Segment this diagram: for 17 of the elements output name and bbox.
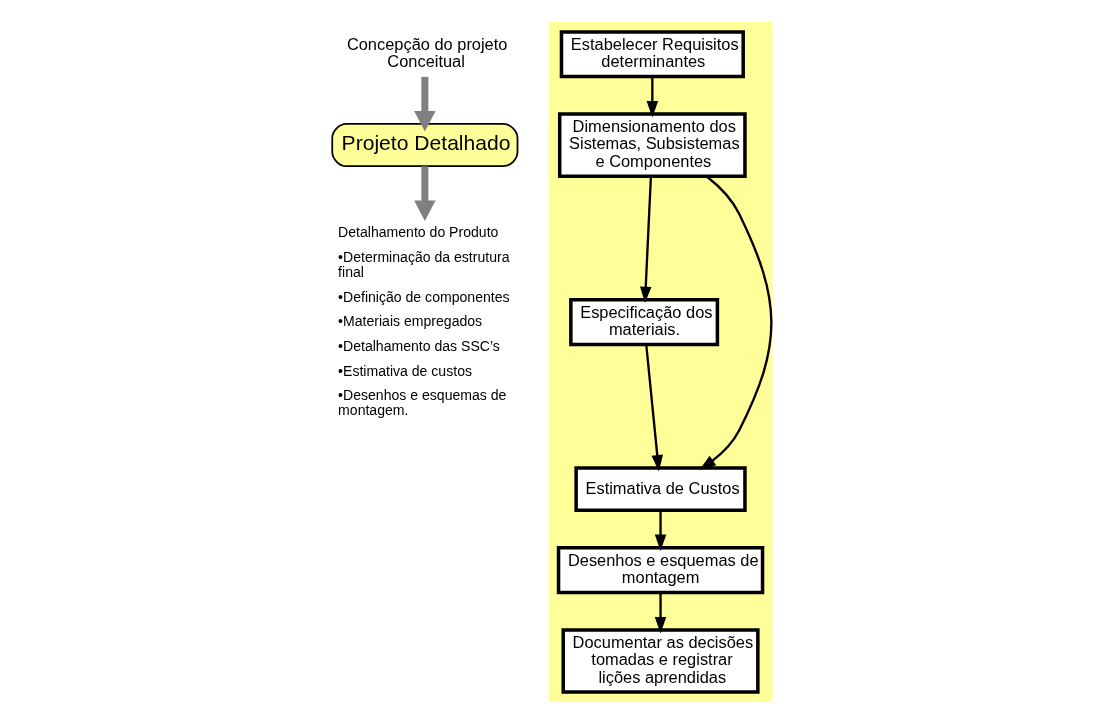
- node-box: Projeto Detalhado: [331, 123, 519, 168]
- arrow: [414, 76, 436, 132]
- arrow: [414, 166, 436, 221]
- arrow: [639, 176, 653, 304]
- arrow: [654, 510, 667, 551]
- arrow: [654, 592, 667, 634]
- node-box: Especificação dos materiais.: [569, 298, 720, 347]
- node-box: Documentar as decisões tomadas e registrar lições aprendidas: [561, 628, 760, 694]
- node-box: Dimensionamento dos Sistemas, Subsistemas e Componentes: [557, 112, 747, 178]
- arrow: [646, 76, 659, 118]
- node-box: Estabelecer Requisitos determinantes: [559, 30, 745, 79]
- node-box: Estimativa de Custos: [574, 466, 747, 513]
- node-box: Desenhos e esquemas de montagem: [556, 546, 765, 595]
- node-text: Detalhamento do Produto •Determinação da estrutura final •Definição de componentes •Materiais empregados •Detalhamento das SSC’s •Estimativa de custos •Desenhos e esquemas de montagem.: [338, 224, 510, 419]
- arrow: [699, 175, 773, 470]
- arrow: [645, 344, 663, 472]
- node-text: Concepção do projeto Conceitual: [346, 34, 508, 71]
